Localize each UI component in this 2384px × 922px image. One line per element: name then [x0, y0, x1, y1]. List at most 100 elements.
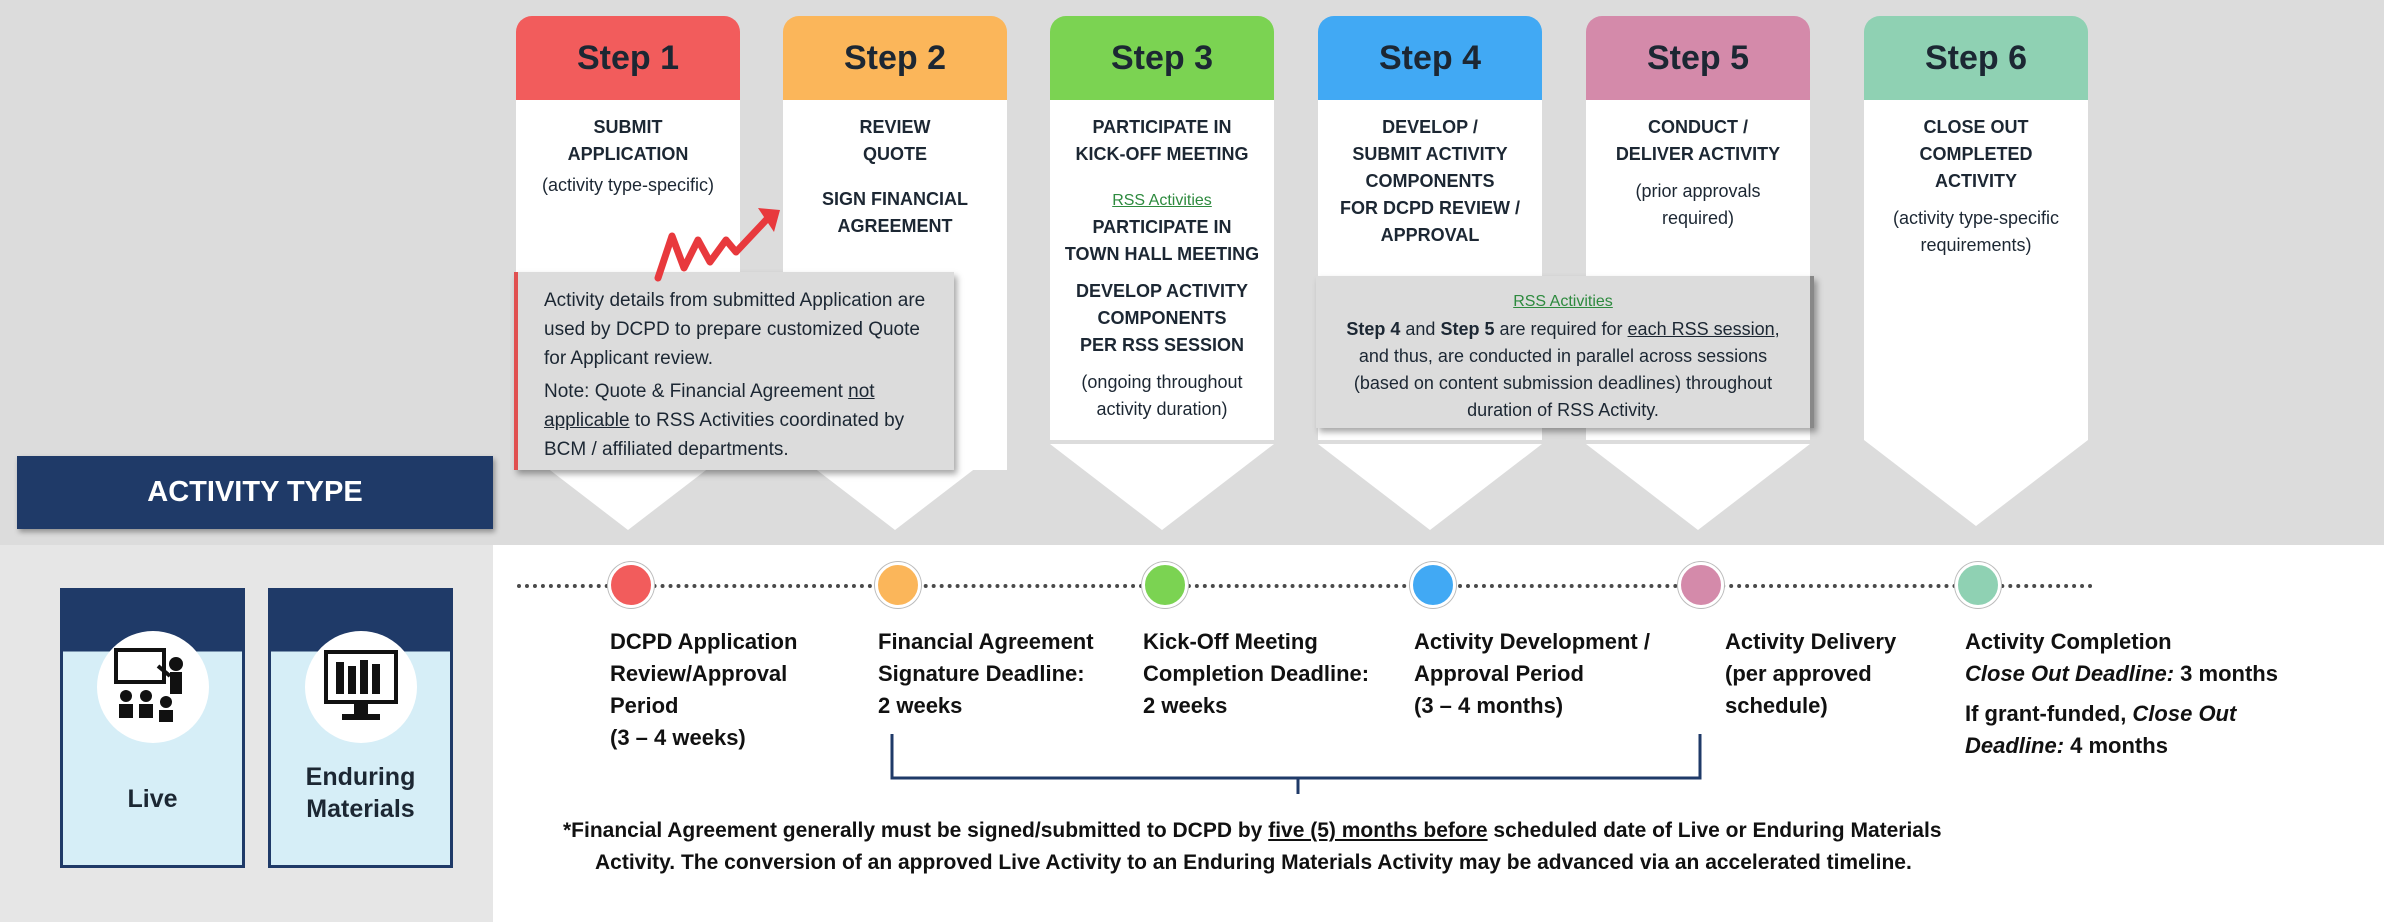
step-text-line: Approval Period — [1414, 661, 1584, 686]
step-text-line: (prior approvals — [1635, 181, 1761, 201]
step-action-secondary: PARTICIPATE IN TOWN HALL MEETING — [1050, 214, 1274, 268]
step-1-header[interactable]: Step 1 — [516, 16, 740, 100]
step-text-line: Activity Development / — [1414, 629, 1650, 654]
deadline-label: Deadline: — [1965, 733, 2065, 758]
step-action: PARTICIPATE IN KICK-OFF MEETING — [1050, 114, 1274, 168]
rss-activities-link[interactable]: RSS Activities — [1513, 293, 1613, 310]
activity-type-card-live[interactable]: Live — [60, 588, 245, 868]
step-title: Step 6 — [1924, 38, 2028, 77]
step-text-line: Completion Deadline: — [1143, 661, 1370, 686]
activity-type-card-enduring[interactable]: Enduring Materials — [268, 588, 453, 868]
step-text-line: Period — [610, 693, 679, 718]
note-text: , and thus, are conducted in parallel ac… — [1353, 319, 1780, 420]
note-text: to RSS Activities coordinated by BCM / a… — [544, 410, 905, 460]
step-note: (activity type-specific) — [541, 175, 715, 195]
step-text-line: SUBMIT ACTIVITY — [1352, 144, 1508, 164]
rss-note-box: RSS Activities Step 4 and Step 5 are req… — [1316, 276, 1814, 428]
grant-funded-deadline: If grant-funded, Close Out — [1965, 698, 2278, 730]
grant-funded-text: If grant-funded, — [1965, 701, 2133, 726]
step-text-line: ACTIVITY — [1934, 171, 2017, 191]
footnote-line-1: *Financial Agreement generally must be s… — [563, 815, 1942, 847]
step-text-line: TOWN HALL MEETING — [1064, 244, 1260, 264]
squiggle-arrow-icon — [654, 208, 780, 282]
step-2-header[interactable]: Step 2 — [783, 16, 1007, 100]
step-4-header[interactable]: Step 4 — [1318, 16, 1542, 100]
step-text-line: schedule) — [1725, 693, 1828, 718]
rss-activities-label: RSS Activities — [1050, 186, 1274, 214]
step-text-line: CLOSE OUT — [1923, 117, 2029, 137]
milestone-4: Activity Development / Approval Period (3 … — [1414, 626, 1650, 722]
step-3-arrow — [1050, 444, 1274, 530]
note-step-ref: Step 5 — [1440, 319, 1495, 339]
step-title: Step 5 — [1646, 38, 1750, 77]
step-action-secondary: SIGN FINANCIAL AGREEMENT — [783, 186, 1007, 240]
step-5-arrow — [1586, 444, 1810, 530]
step-5-content: CONDUCT /DELIVER ACTIVITY (prior approval… — [1586, 114, 1810, 232]
step-text-line: Review/Approval — [610, 661, 788, 686]
step-note: (activity type-specific requirements) — [1864, 205, 2088, 259]
quote-note-text: Activity details from submitted Applicat… — [544, 290, 926, 369]
step-6-body — [1864, 100, 2088, 440]
footnote-text: *Financial Agreement generally must be s… — [563, 819, 1269, 842]
step-text-line: Financial Agreement — [878, 629, 1094, 654]
note-underline: not applicable — [544, 381, 875, 431]
note-underline: each RSS session — [1627, 319, 1775, 339]
step-text-line: PARTICIPATE IN — [1092, 117, 1232, 137]
bracket-connector — [890, 734, 1702, 794]
step-text-line: SUBMIT — [593, 117, 663, 137]
enduring-label-text: Enduring Materials — [305, 763, 416, 823]
note-text: Note: Quote & Financial Agreement — [544, 381, 849, 402]
step-title: Step 1 — [576, 38, 680, 77]
step-text-line: COMPONENTS — [1097, 308, 1227, 328]
step-text-line: DEVELOP ACTIVITY — [1075, 281, 1249, 301]
step-text-line: Signature Deadline: — [878, 661, 1085, 686]
step-text-line: KICK-OFF MEETING — [1075, 144, 1249, 164]
step-4-arrow — [1318, 444, 1542, 530]
step-5-header[interactable]: Step 5 — [1586, 16, 1810, 100]
computer-library-icon — [304, 631, 417, 743]
step-text-line: (activity type-specific — [1892, 208, 2060, 228]
timeline-dot-2[interactable] — [875, 562, 921, 608]
step-text-line: 2 weeks — [1143, 693, 1228, 718]
step-text-line: CONDUCT / — [1648, 117, 1748, 137]
step-text-line: QUOTE — [862, 144, 927, 164]
timeline-line — [517, 584, 2094, 588]
step-3-header[interactable]: Step 3 — [1050, 16, 1274, 100]
timeline-dot-6[interactable] — [1955, 562, 2001, 608]
step-text-line: AGREEMENT — [837, 216, 953, 236]
activity-type-title: ACTIVITY TYPE — [147, 476, 363, 508]
timeline-dot-5[interactable] — [1678, 562, 1724, 608]
step-text-line: PER RSS SESSION — [1079, 335, 1245, 355]
step-text-line: PARTICIPATE IN — [1092, 217, 1232, 237]
step-text-line: requirements) — [1920, 235, 2032, 255]
footnote-line-2: Activity. The conversion of an approved … — [595, 851, 1912, 874]
step-text-line: COMPONENTS — [1365, 171, 1495, 191]
presenter-icon — [96, 631, 209, 743]
step-3-content: PARTICIPATE IN KICK-OFF MEETING RSS Activi… — [1050, 114, 1274, 423]
timeline-dot-4[interactable] — [1410, 562, 1456, 608]
step-text-line: (3 – 4 months) — [1414, 693, 1564, 718]
step-action: CONDUCT /DELIVER ACTIVITY — [1586, 114, 1810, 168]
step-text-line: SIGN FINANCIAL — [822, 189, 968, 209]
rss-activities-link[interactable]: RSS Activities — [1112, 192, 1212, 209]
step-text-line: Activity Delivery — [1725, 629, 1897, 654]
timeline-dot-3[interactable] — [1142, 562, 1188, 608]
footnote: *Financial Agreement generally must be s… — [563, 815, 1942, 879]
step-6-header[interactable]: Step 6 — [1864, 16, 2088, 100]
step-action-tertiary: DEVELOP ACTIVITY COMPONENTS PER RSS SESSIO… — [1050, 278, 1274, 359]
timeline-dot-1[interactable] — [608, 562, 654, 608]
deadline-label: Close Out Deadline: — [1965, 661, 2175, 686]
step-text-line: 2 weeks — [878, 693, 963, 718]
